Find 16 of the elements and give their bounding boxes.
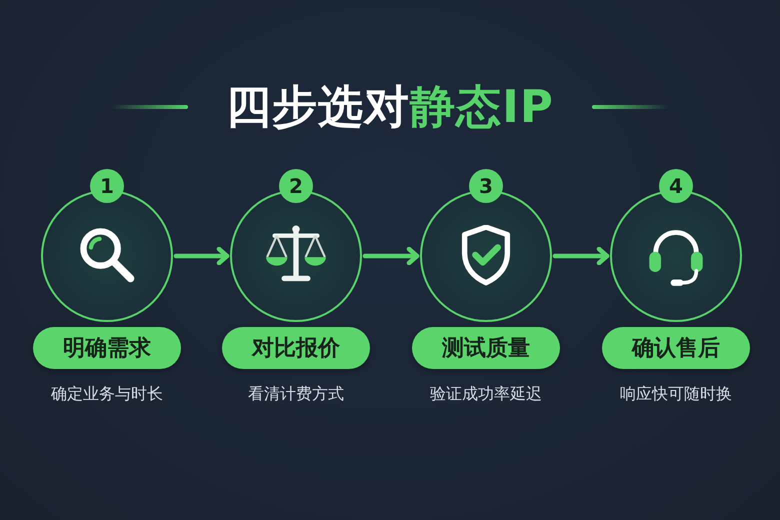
step-description: 看清计费方式 xyxy=(248,383,344,405)
step-description: 验证成功率延迟 xyxy=(430,383,542,405)
step-title: 对比报价 xyxy=(222,327,370,369)
step-title: 确认售后 xyxy=(602,327,750,369)
step-number: 1 xyxy=(90,169,124,203)
step-title: 明确需求 xyxy=(33,327,181,369)
step-description: 响应快可随时换 xyxy=(620,383,732,405)
step-number: 2 xyxy=(279,169,313,203)
arrow xyxy=(362,246,420,266)
step-number: 4 xyxy=(659,169,693,203)
step-description: 确定业务与时长 xyxy=(51,383,163,405)
step-number: 3 xyxy=(469,169,503,203)
title: 四步选对静态IP xyxy=(226,79,554,135)
arrow xyxy=(174,246,230,266)
arrow xyxy=(552,246,610,266)
step-title: 测试质量 xyxy=(412,327,560,369)
